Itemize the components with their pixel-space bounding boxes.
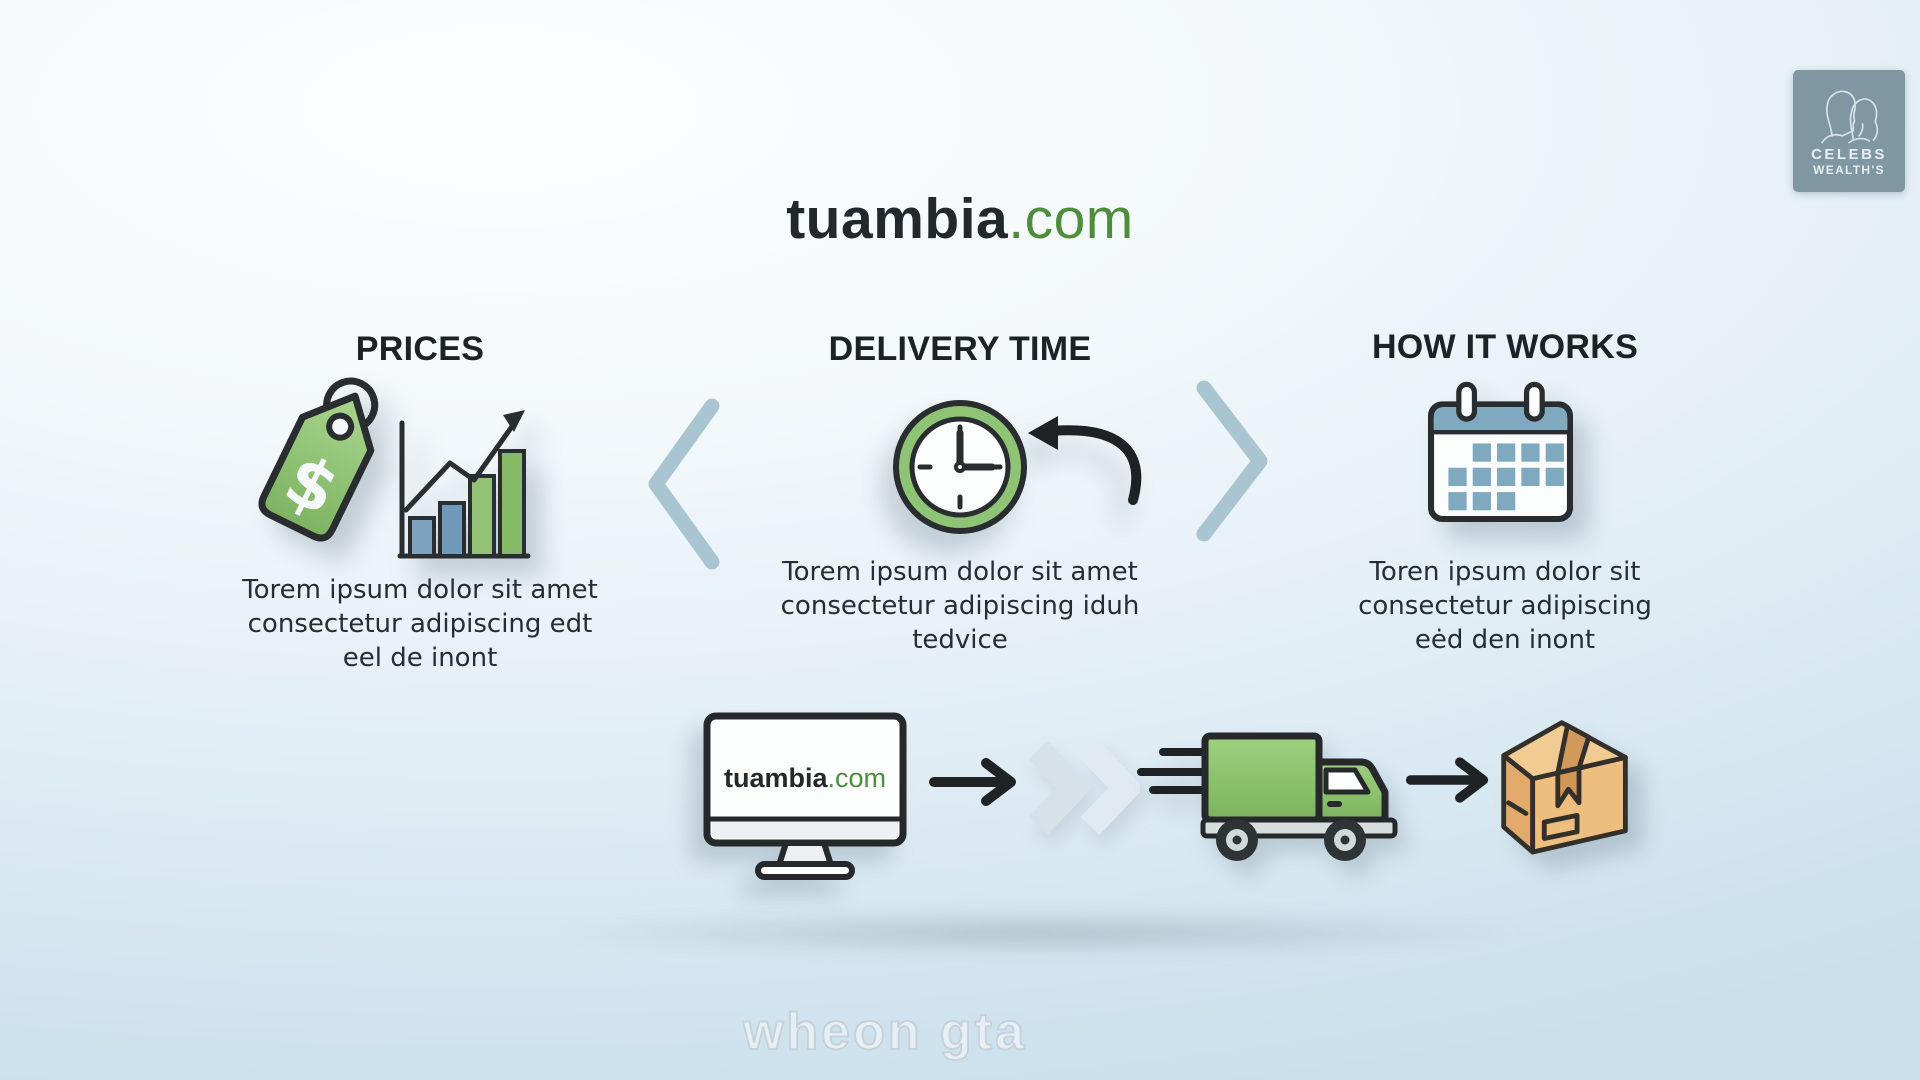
section-description-how-it-works: Toren ipsum dolor sit consectetur adipis… (1310, 556, 1700, 657)
section-title-prices: PRICES (355, 330, 485, 368)
section-title-how-it-works: HOW IT WORKS (1371, 328, 1639, 366)
desc-line: consectetur adipiscing iduh (780, 590, 1140, 621)
chevron-right-icon (1196, 380, 1268, 542)
desc-line: Torem ipsum dolor sit amet (242, 575, 598, 605)
desc-line: consectetur adipiscing edt (247, 608, 593, 639)
monitor-screen-label: tuambia.com (724, 763, 886, 793)
arrow-right-icon (929, 758, 1016, 806)
ground-shadow (560, 908, 1520, 958)
section-title-delivery-time: DELIVERY TIME (828, 330, 1092, 368)
desc-line: eel de inont (342, 642, 498, 673)
curved-return-arrow-icon (1028, 416, 1142, 505)
growth-bar-chart-icon (397, 410, 531, 559)
couple-faces-icon (1821, 90, 1879, 144)
truck-wheels (1216, 819, 1366, 861)
dollar-price-tag-icon: $ (258, 377, 379, 542)
desc-line: eėd den inont (1414, 624, 1596, 655)
price-tag-chart-icon: $ (258, 377, 531, 559)
monitor-tld-text: .com (828, 763, 887, 793)
celebs-wealths-badge: CELEBS WEALTH'S (1793, 70, 1905, 192)
delivery-truck-icon (1137, 732, 1398, 861)
badge-text-line1: CELEBS (1811, 146, 1887, 163)
desc-line: Toren ipsum dolor sit (1369, 557, 1641, 587)
section-description-delivery-time: Torem ipsum dolor sit amet consectetur a… (760, 556, 1160, 657)
section-description-prices: Torem ipsum dolor sit amet consectetur a… (210, 574, 630, 675)
calendar-day-grid (1448, 443, 1564, 511)
website-monitor-icon: tuambia.com (703, 712, 907, 880)
chevron-left-icon (648, 398, 720, 570)
monitor-brand-text: tuambia (724, 763, 829, 793)
arrow-right-icon (1405, 757, 1489, 803)
speed-chevrons-icon (1028, 741, 1140, 835)
desc-line: Torem ipsum dolor sit amet (782, 557, 1138, 587)
brand-tld: .com (1008, 187, 1134, 251)
package-box-icon (1501, 720, 1628, 855)
clock-return-icon (893, 400, 1142, 534)
calendar-icon (1427, 381, 1574, 523)
wheon-gta-watermark: wheon gta (742, 1002, 1028, 1062)
page-title: tuambia.com (0, 186, 1920, 252)
desc-line: tedvice (912, 624, 1008, 655)
desc-line: consectetur adipiscing (1358, 590, 1652, 621)
badge-text-line2: WEALTH'S (1813, 163, 1885, 178)
brand-name: tuambia (786, 187, 1009, 251)
